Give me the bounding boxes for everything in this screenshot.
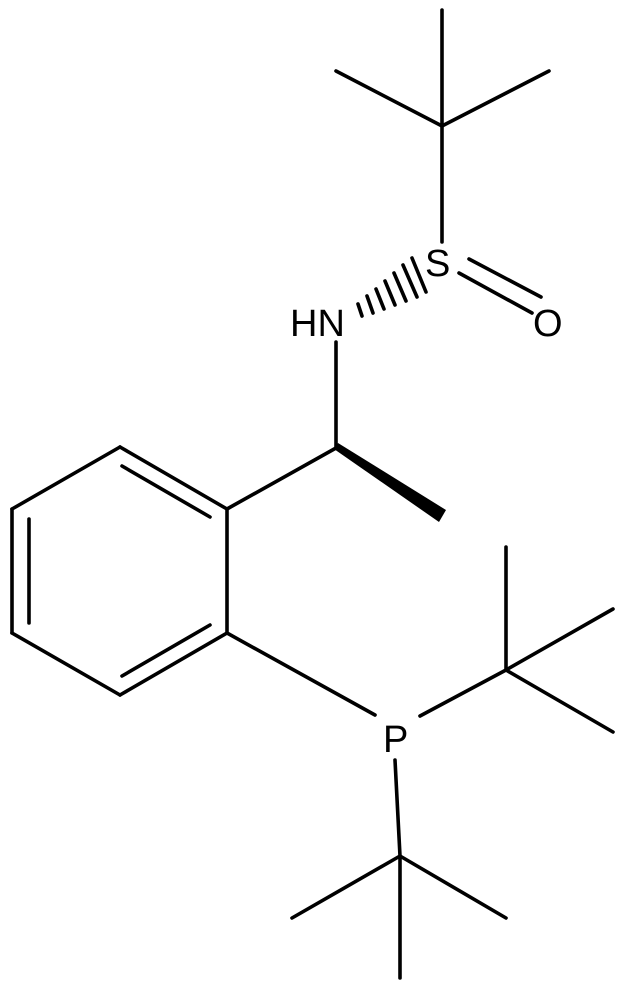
hash-5 (392, 271, 408, 303)
bond-p-to-right-quaternary (418, 668, 508, 718)
hash-7 (410, 256, 428, 294)
tert-butyl-phosphorus-right (418, 545, 615, 734)
bond-p-to-bottom-quaternary (393, 758, 402, 858)
bond-bottom-tbu-right (398, 854, 508, 920)
tert-butyl-sulfur-group (334, 8, 551, 244)
hashed-wedge-n-s (356, 256, 428, 318)
atom-label-oxygen: O (533, 303, 563, 345)
hash-3 (374, 287, 386, 311)
atom-label-phosphorus: P (383, 719, 408, 761)
bond-right-tbu-upper (504, 607, 615, 672)
benzene-ring (10, 445, 229, 697)
solid-wedge-methyl (334, 443, 446, 522)
ring-bond-2 (118, 631, 229, 697)
atom-label-sulfur: S (425, 243, 450, 285)
hash-6 (401, 263, 419, 299)
hash-4 (383, 279, 397, 307)
hash-1 (356, 302, 364, 318)
ring-bond-5 (10, 445, 122, 511)
ring-bond-6 (118, 445, 229, 511)
ring-bond-3 (10, 631, 122, 697)
bond-s-o-2 (467, 257, 543, 299)
atom-label-nitrogen: HN (290, 303, 345, 345)
bond-tbu-right-methyl (440, 69, 551, 128)
hash-2 (365, 294, 375, 315)
sulfinyl-double-bond (457, 257, 543, 315)
ring-inner-bond-top (120, 464, 212, 519)
bond-right-tbu-lower (504, 668, 615, 734)
ring-inner-bond-bottom (120, 623, 212, 678)
bond-ring-to-phosphorus (225, 631, 377, 717)
bond-tbu-left-methyl (334, 69, 444, 128)
bond-bottom-tbu-left (290, 854, 402, 920)
tert-butyl-phosphorus-bottom (290, 758, 508, 980)
bond-chiral-carbon-to-ring (225, 446, 338, 511)
bond-s-o-1 (457, 271, 534, 315)
